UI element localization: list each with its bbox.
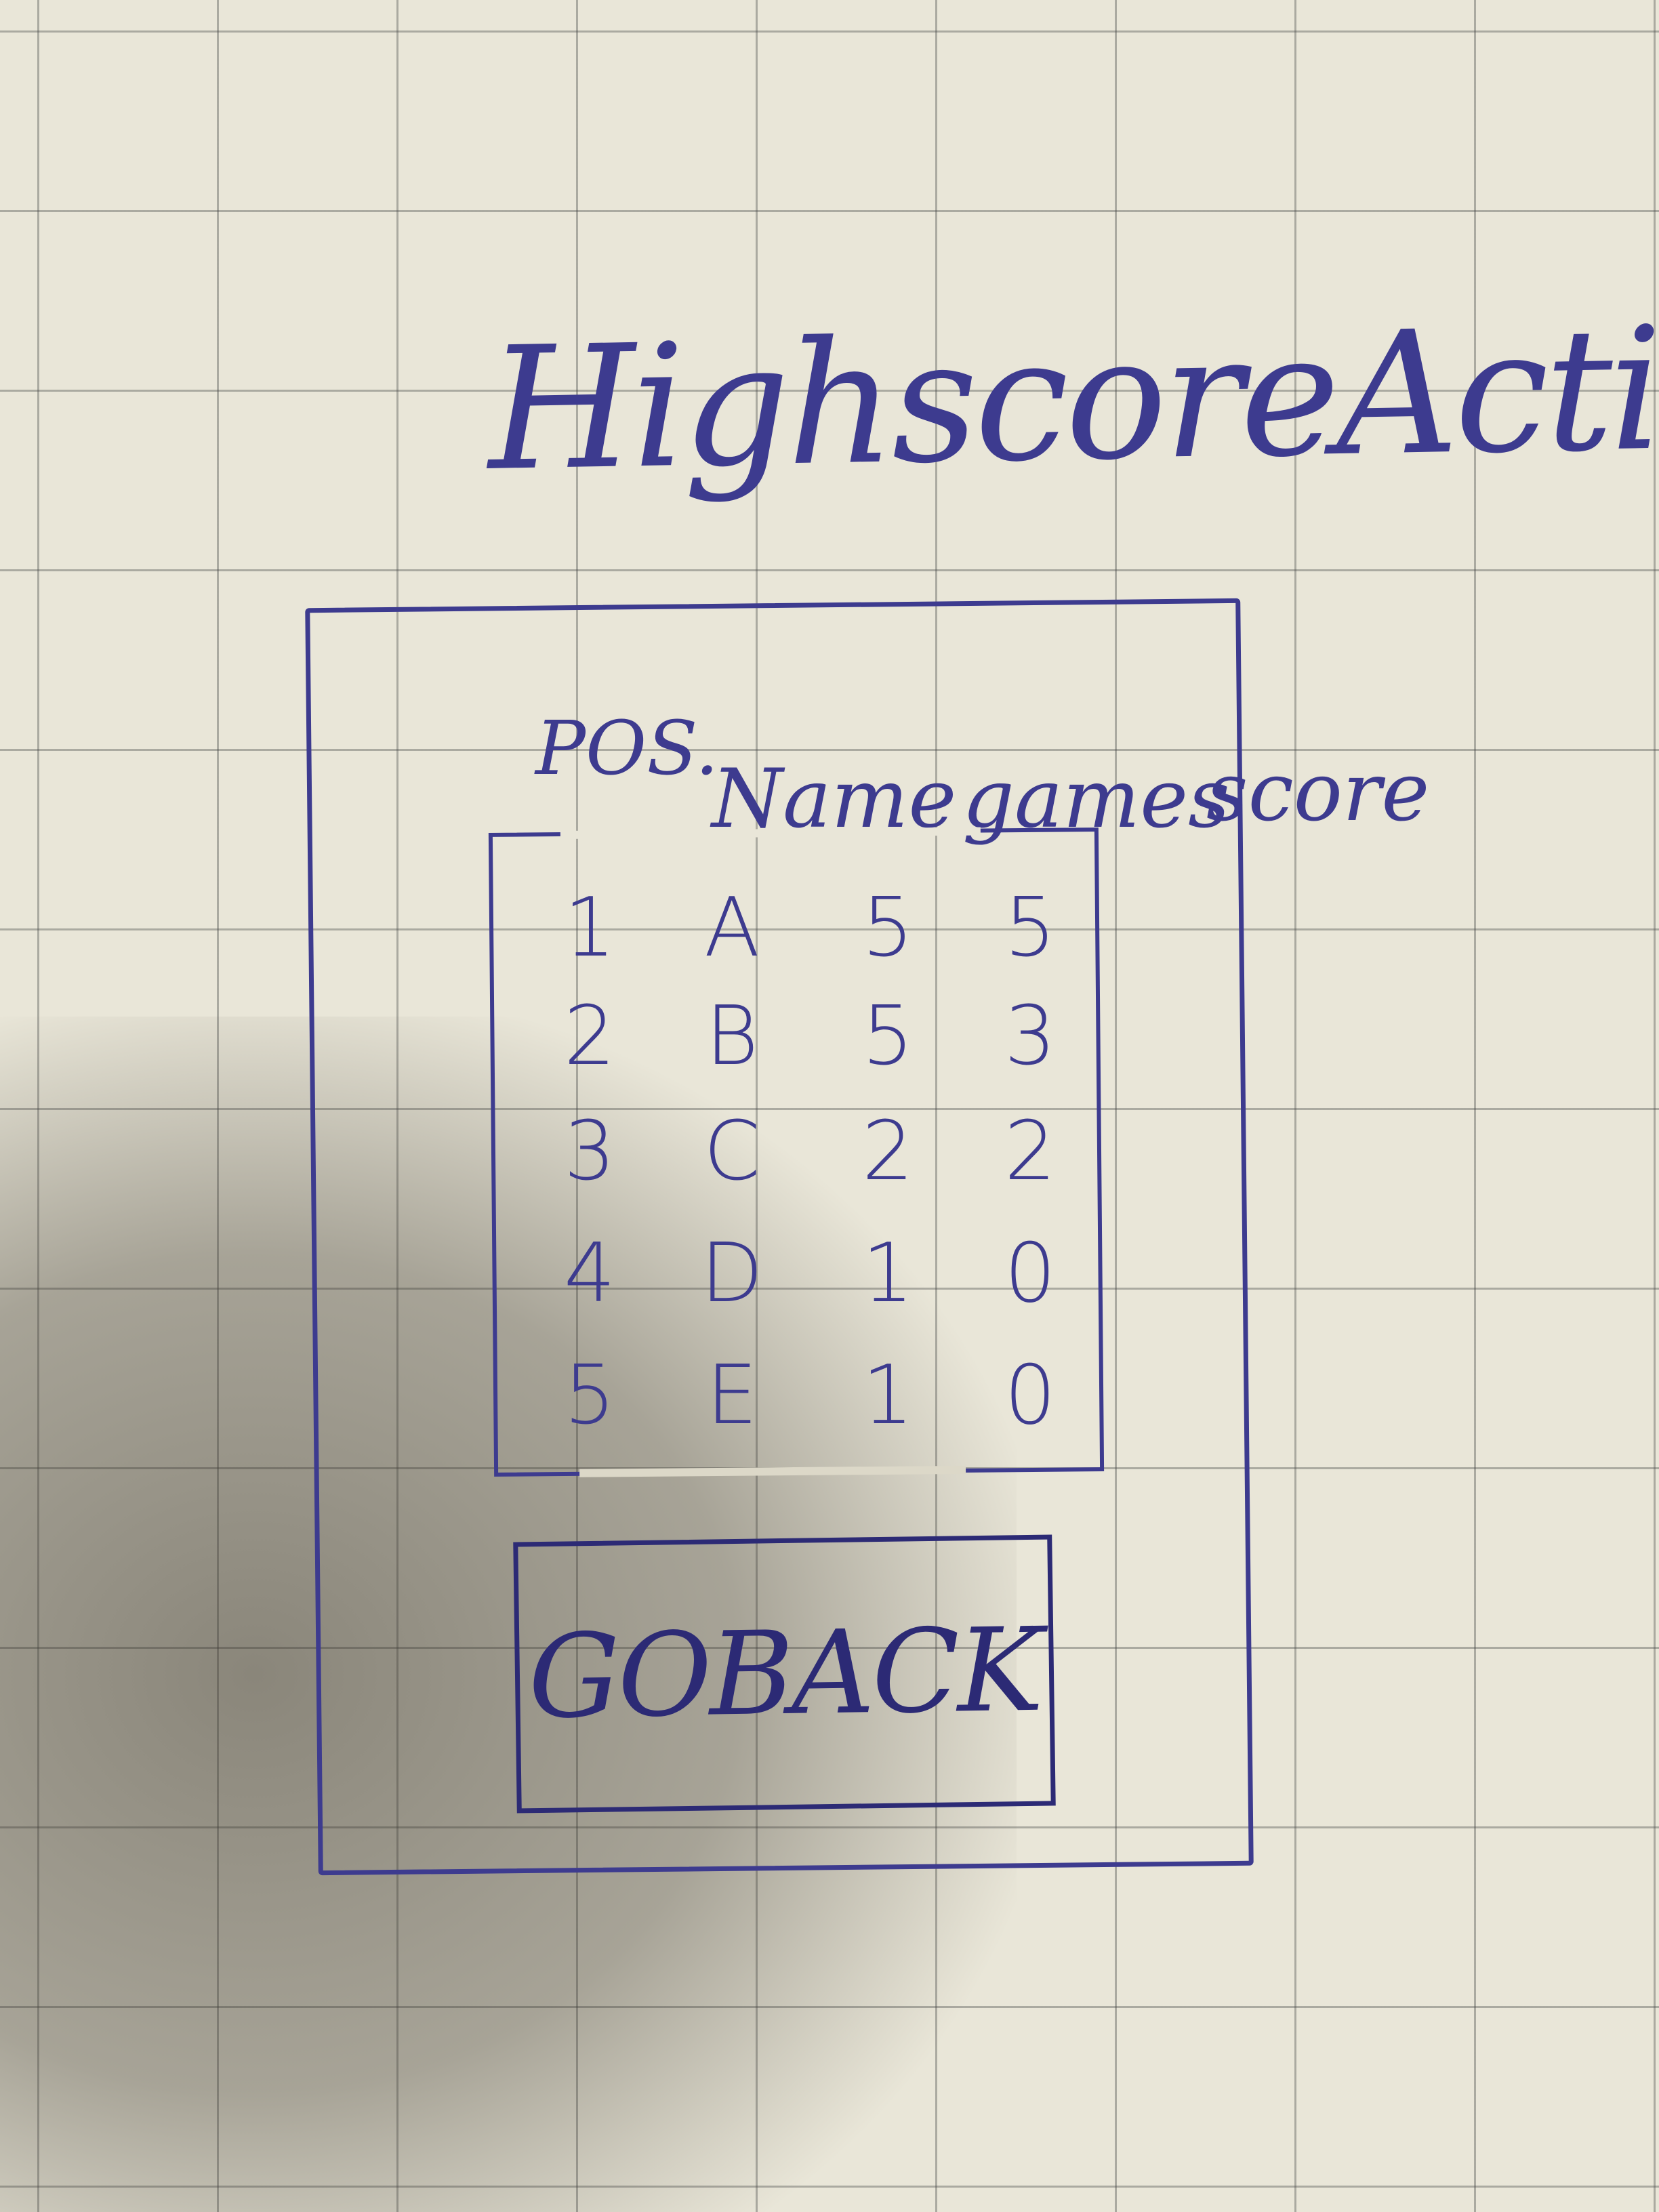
table-row: 5 E 1 0 [535,1349,1111,1450]
row-pos: 5 [563,1349,616,1443]
row-name: E [706,1349,758,1443]
row-score: 0 [1004,1349,1057,1443]
go-back-label: GOBACK [527,1603,1042,1745]
row-games: 1 [861,1227,914,1321]
table-row: 4 D 1 0 [535,1227,1111,1328]
row-name: A [703,881,760,975]
go-back-button[interactable]: GOBACK [513,1534,1056,1814]
row-score: 3 [1004,989,1057,1084]
row-pos: 3 [563,1105,616,1199]
row-score: 5 [1004,881,1057,975]
row-score: 0 [1004,1227,1057,1321]
row-games: 1 [861,1349,914,1443]
screen-title: HighscoreActivity [486,285,1659,508]
column-header-pos: POS. [535,705,719,792]
row-pos: 4 [563,1227,616,1321]
table-row: 3 C 2 2 [535,1105,1111,1206]
row-games: 5 [861,881,914,975]
row-score: 2 [1004,1105,1057,1199]
row-name: D [700,1227,764,1321]
row-name: B [705,989,759,1084]
table-row: 2 B 5 3 [535,989,1111,1091]
row-name: C [703,1105,760,1199]
row-pos: 2 [563,989,616,1084]
row-games: 5 [861,989,914,1084]
row-games: 2 [861,1105,914,1199]
row-pos: 1 [563,881,616,975]
column-header-score: score [1206,745,1430,840]
table-row: 1 A 5 5 [535,881,1111,983]
